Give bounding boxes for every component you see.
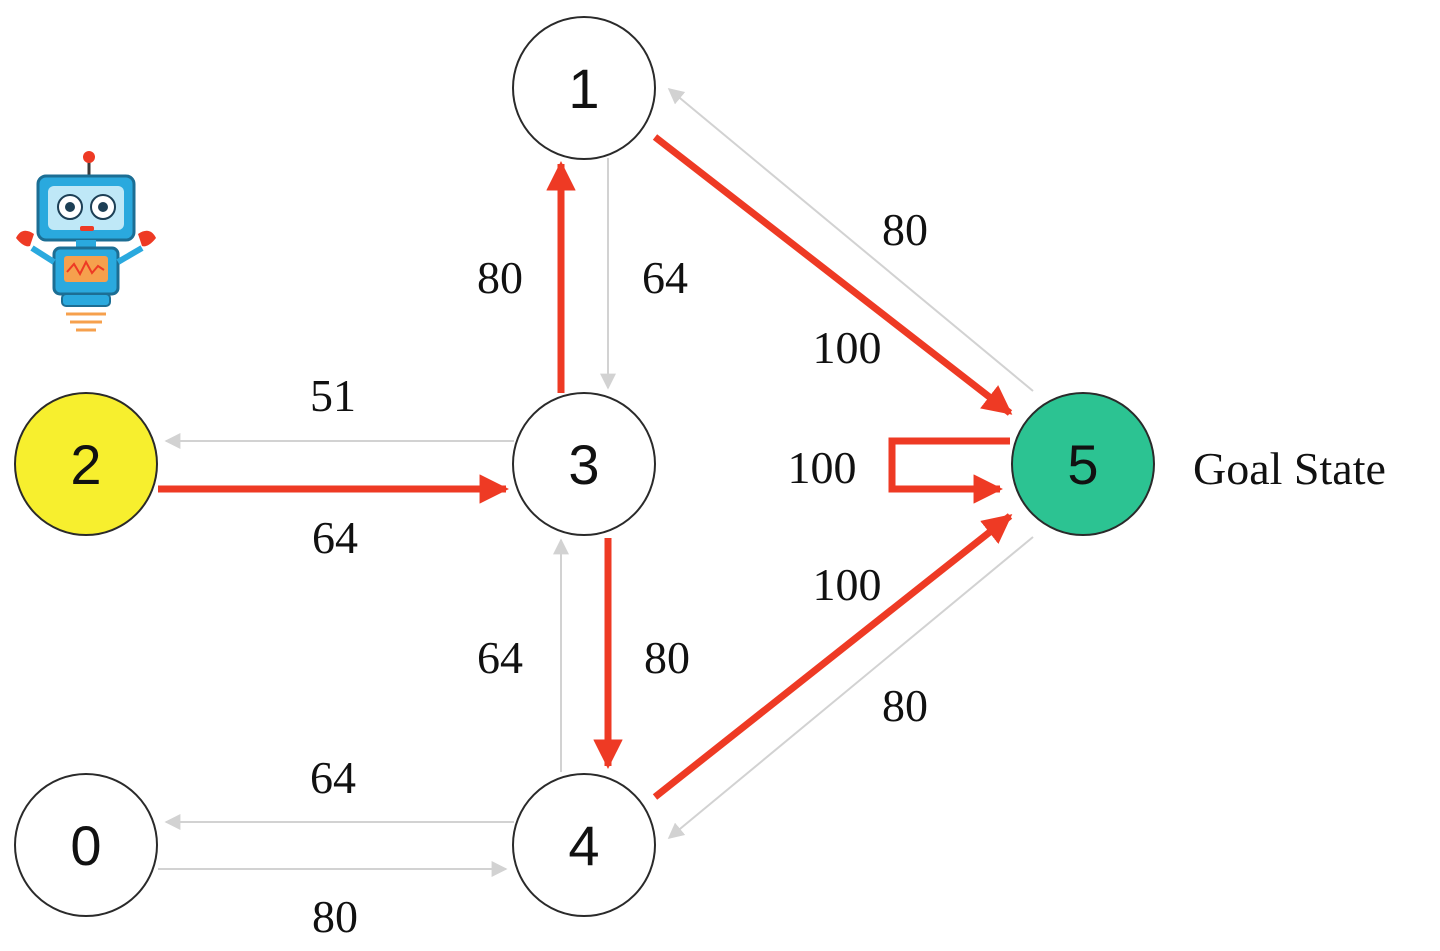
state-node-label: 3 <box>568 433 599 496</box>
state-node-circle <box>1011 392 1155 536</box>
edge-weight-2-to-3: 64 <box>312 512 358 563</box>
state-node-circle <box>512 16 656 160</box>
edge-4-to-5 <box>652 513 1013 800</box>
edge-weight-5-to-1: 80 <box>882 204 928 255</box>
edge-5-to-4 <box>667 536 1034 840</box>
state-node-2: 2 <box>14 392 158 536</box>
state-node-label: 0 <box>70 814 101 877</box>
state-node-1: 1 <box>512 16 656 160</box>
state-node-5: 5 <box>1011 392 1155 536</box>
edge-weight-5-to-5: 100 <box>788 442 857 493</box>
state-node-3: 3 <box>512 392 656 536</box>
edge-1-to-5 <box>652 134 1013 416</box>
state-node-circle <box>14 392 158 536</box>
state-node-label: 1 <box>568 57 599 120</box>
edge-weight-3-to-2: 51 <box>310 370 356 421</box>
edge-weight-4-to-3: 64 <box>477 632 523 683</box>
state-node-label: 5 <box>1067 433 1098 496</box>
state-node-circle <box>512 392 656 536</box>
robot-icon <box>16 151 156 332</box>
edge-weight-0-to-4: 80 <box>312 891 358 942</box>
state-node-0: 0 <box>14 773 158 917</box>
edge-weight-4-to-5: 100 <box>813 559 882 610</box>
edge-weight-3-to-4: 80 <box>644 632 690 683</box>
state-node-label: 4 <box>568 814 599 877</box>
state-node-circle <box>14 773 158 917</box>
goal-state-label: Goal State <box>1193 443 1386 494</box>
edge-weight-3-to-1: 80 <box>477 252 523 303</box>
edge-weight-1-to-3: 64 <box>642 252 688 303</box>
edge-weight-1-to-5: 100 <box>813 322 882 373</box>
state-node-label: 2 <box>70 433 101 496</box>
edge-weight-5-to-4: 80 <box>882 680 928 731</box>
state-node-circle <box>512 773 656 917</box>
edge-weight-4-to-0: 64 <box>310 752 356 803</box>
state-node-4: 4 <box>512 773 656 917</box>
edge-5-to-1 <box>667 87 1034 392</box>
edge-5-to-5 <box>888 437 1010 504</box>
